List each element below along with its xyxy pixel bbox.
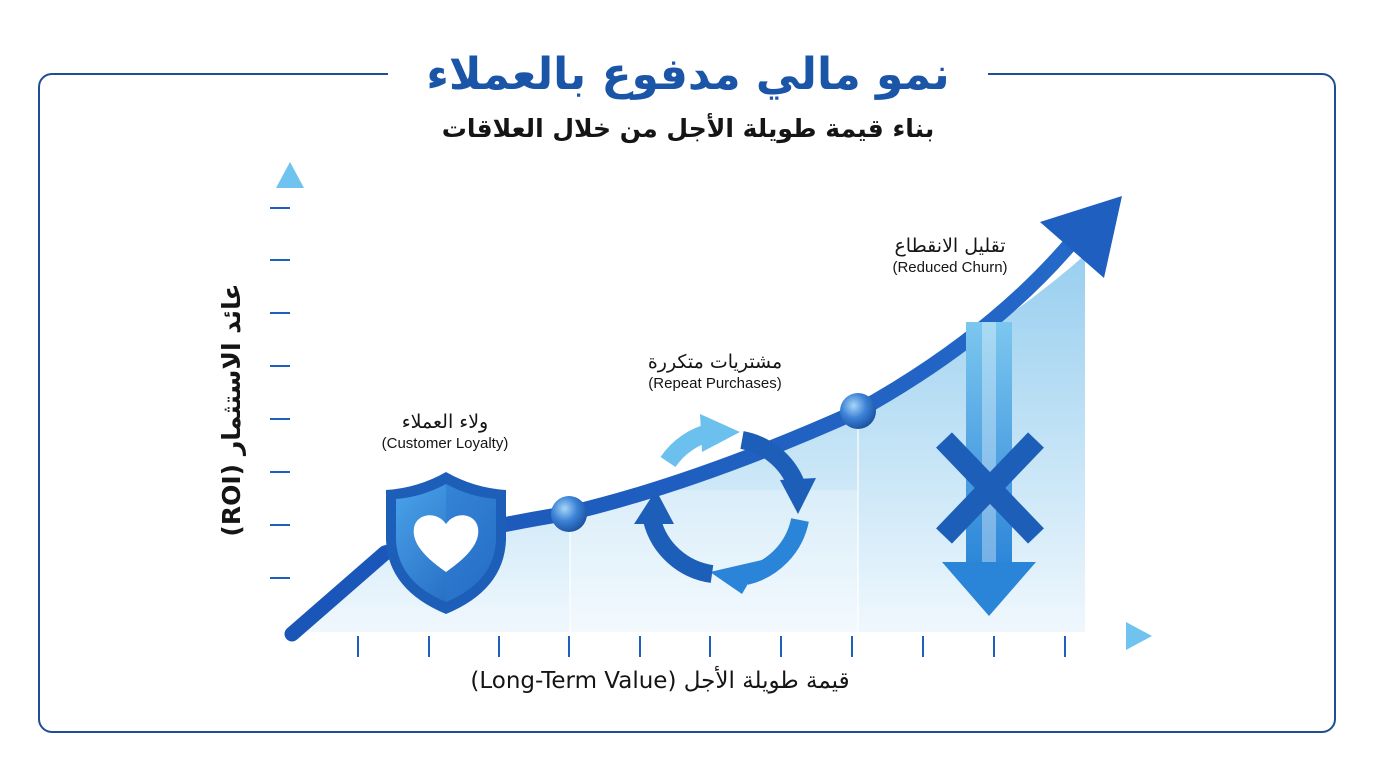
stage-label-ar: ولاء العملاء (401, 411, 489, 433)
diagram-title: نمو مالي مدفوع بالعملاء (388, 44, 988, 106)
stage-label-en: (Repeat Purchases) (648, 375, 782, 392)
x-down-arrow-icon (936, 322, 1044, 616)
area-band (570, 490, 858, 632)
cycle-arrows-icon (634, 414, 816, 594)
milestone-dot (840, 393, 876, 429)
stage-label-loyalty: ولاء العملاء (Customer Loyalty) (345, 410, 545, 454)
y-axis-arrowhead (276, 162, 304, 188)
x-axis-arrowhead (1126, 622, 1152, 650)
stage-label-en: (Customer Loyalty) (381, 435, 509, 452)
stage-label-repeat: مشتريات متكررة (Repeat Purchases) (615, 350, 815, 394)
growth-curve-arrowhead (1040, 196, 1122, 278)
y-axis-label: عائد الاستثمار (ROI) (217, 283, 246, 537)
stage-label-churn: تقليل الانقطاع (Reduced Churn) (850, 234, 1050, 278)
diagram-subtitle: بناء قيمة طويلة الأجل من خلال العلاقات (441, 114, 935, 143)
stage-label-ar: تقليل الانقطاع (894, 235, 1006, 257)
y-axis-ticks (270, 207, 290, 579)
x-axis-label: قيمة طويلة الأجل (Long-Term Value) (470, 668, 850, 694)
stage-label-en: (Reduced Churn) (892, 259, 1008, 276)
x-axis-ticks (357, 636, 1066, 657)
stage-label-ar: مشتريات متكررة (647, 351, 783, 373)
heart-shield-icon (386, 472, 506, 614)
milestone-dot (551, 496, 587, 532)
